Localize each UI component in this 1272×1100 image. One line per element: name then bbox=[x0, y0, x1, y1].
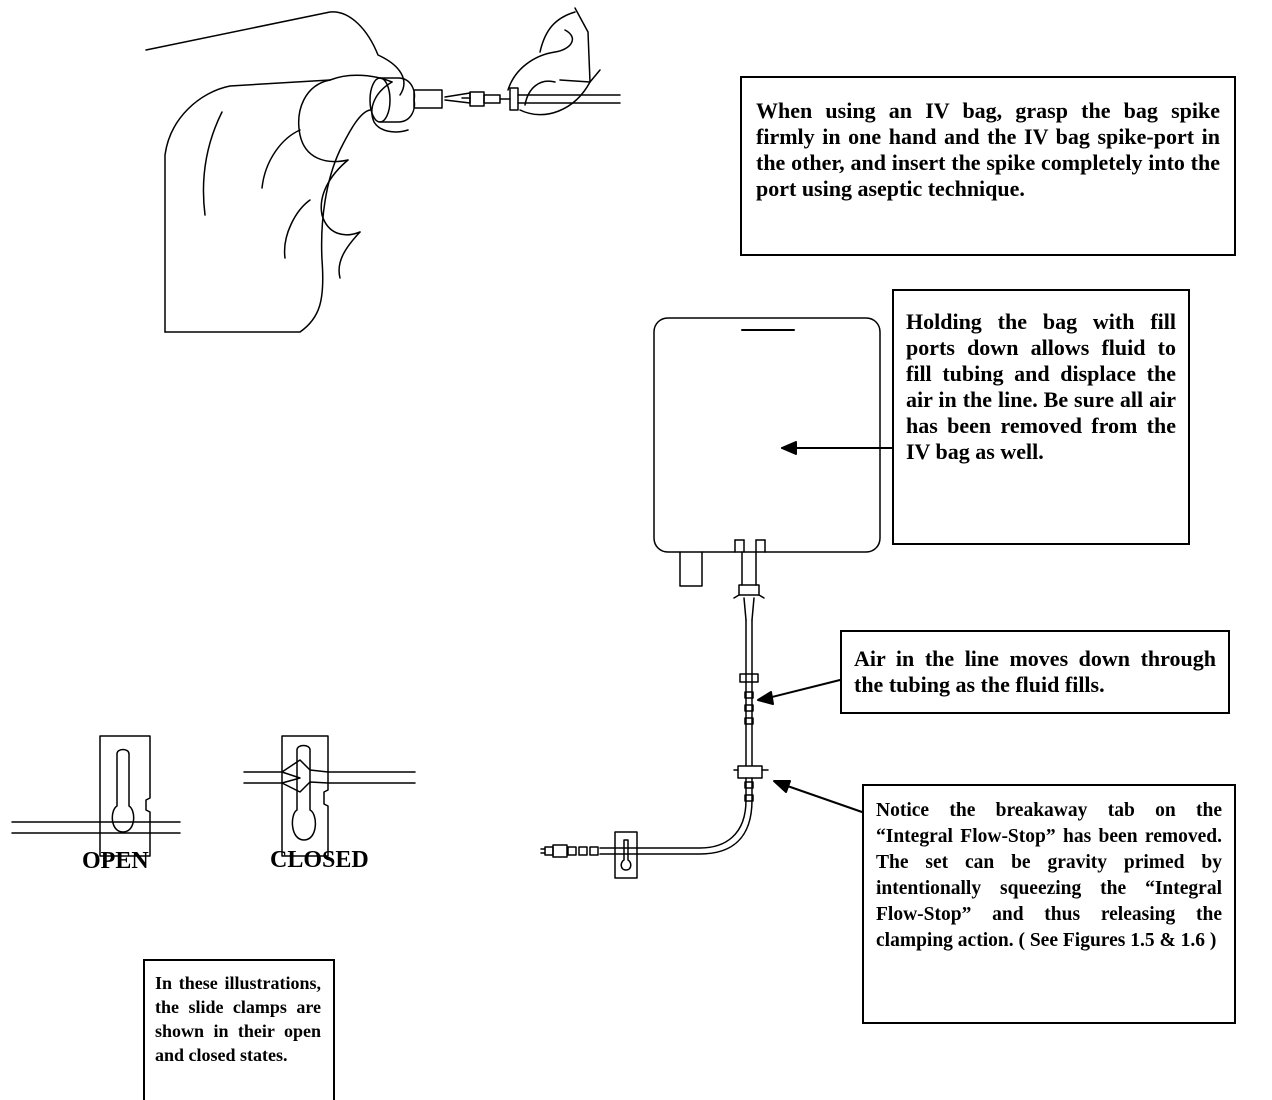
label-open: OPEN bbox=[82, 848, 149, 874]
hands-spike-icon bbox=[145, 7, 621, 333]
callout-hold-bag: Holding the bag with fill ports down all… bbox=[892, 289, 1190, 545]
slide-clamp-open-icon bbox=[11, 735, 181, 857]
iv-bag-icon bbox=[653, 317, 881, 587]
label-closed: CLOSED bbox=[270, 847, 369, 873]
callout-slide-clamps: In these illustrations, the slide clamps… bbox=[143, 959, 335, 1100]
slide-clamp-closed-icon bbox=[243, 735, 416, 857]
tubing-icon bbox=[540, 551, 769, 879]
callout-air-in-line: Air in the line moves down through the t… bbox=[840, 630, 1230, 714]
callout-flow-stop-notice: Notice the breakaway tab on the “Integra… bbox=[862, 784, 1236, 1024]
arrows bbox=[757, 441, 893, 813]
callout-spike-instructions: When using an IV bag, grasp the bag spik… bbox=[740, 76, 1236, 256]
